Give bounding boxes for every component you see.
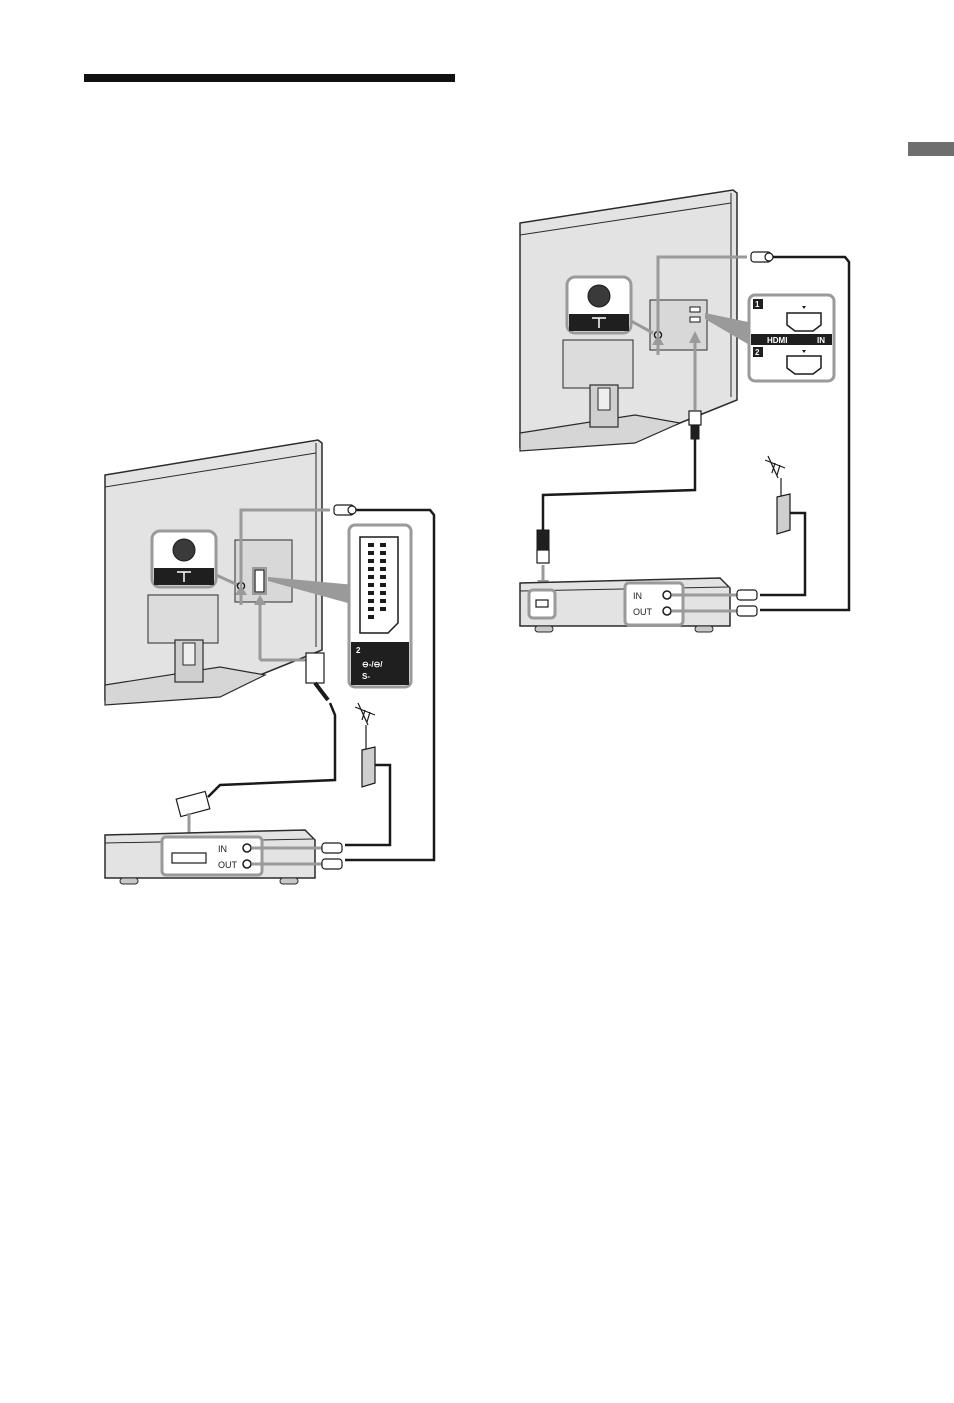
coaxial-plug-icon xyxy=(751,252,773,262)
out-label: OUT xyxy=(633,607,653,617)
in-label: IN xyxy=(218,844,227,854)
hdmi-connection-diagram: 1 HDMI IN 2 IN xyxy=(515,185,860,635)
in-label: IN xyxy=(633,591,642,601)
recorder-device: IN OUT xyxy=(520,578,730,632)
hdmi-port-1-label: 1 xyxy=(755,300,760,309)
section-heading-rule xyxy=(84,74,455,82)
scart-number-label: 2 xyxy=(356,646,361,655)
scart-connection-diagram: 2 ⊖-/⊖/ S- IN OUT xyxy=(100,435,440,890)
coaxial-plug-icon xyxy=(334,505,356,515)
scart-connector-icon: 2 ⊖-/⊖/ S- xyxy=(349,525,411,687)
antenna-terminal-icon xyxy=(152,531,216,587)
aerial-icon xyxy=(355,703,375,787)
recorder-device: IN OUT xyxy=(105,830,315,884)
antenna-terminal-icon xyxy=(567,277,631,333)
hdmi-connector-icon: 1 HDMI IN 2 xyxy=(749,295,834,381)
aerial-icon xyxy=(765,456,790,534)
out-label: OUT xyxy=(218,860,238,870)
hdmi-logo-label: HDMI xyxy=(767,336,787,345)
svg-text:⊖-/⊖/: ⊖-/⊖/ xyxy=(362,660,383,669)
hdmi-in-label: IN xyxy=(817,336,825,345)
chapter-side-tab xyxy=(908,142,954,156)
scart-sub-label: S- xyxy=(362,672,370,681)
hdmi-port-2-label: 2 xyxy=(755,348,760,357)
